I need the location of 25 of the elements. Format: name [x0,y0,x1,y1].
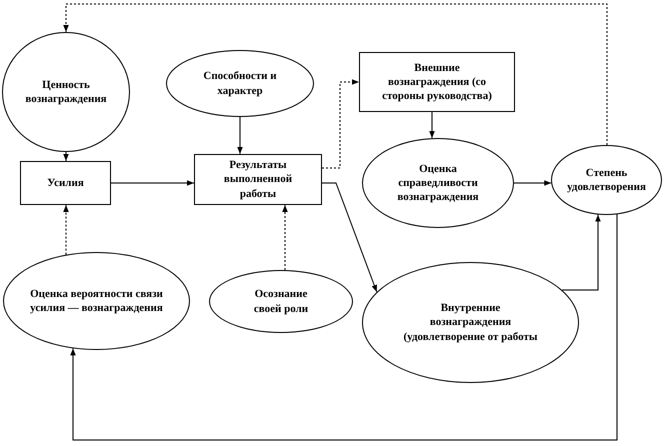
process-box [194,154,322,205]
arrow [322,182,378,292]
node-label: Внешние вознаграждения (со стороны руководства) [381,60,493,104]
node-label: Оценка справедливости вознаграждения [396,162,480,204]
node-label: Осознание своей роли [252,287,310,316]
node-label: Внутренние вознаграждения (удовлетворение от работы [402,301,538,344]
arrow [237,116,243,154]
node-label: Степень удовлетворения [566,166,647,194]
arrow [282,204,288,271]
arrow [110,180,194,186]
process-box [20,161,111,205]
arrow [70,214,618,440]
node-label: Результаты выполненной работы [222,158,294,201]
node-label: Оценка вероятности связи усилия — вознаграждения [29,286,164,316]
arrow [322,79,360,168]
node-label: Способности и характер [202,69,278,98]
process-box [359,52,515,112]
arrow [63,204,69,256]
arrow [514,180,552,186]
arrow [63,152,69,162]
arrow [562,214,601,290]
arrow [63,4,608,146]
arrow [429,112,435,139]
node-label: Усилия [46,176,85,190]
node-label: Ценность вознаграждения [24,78,108,106]
